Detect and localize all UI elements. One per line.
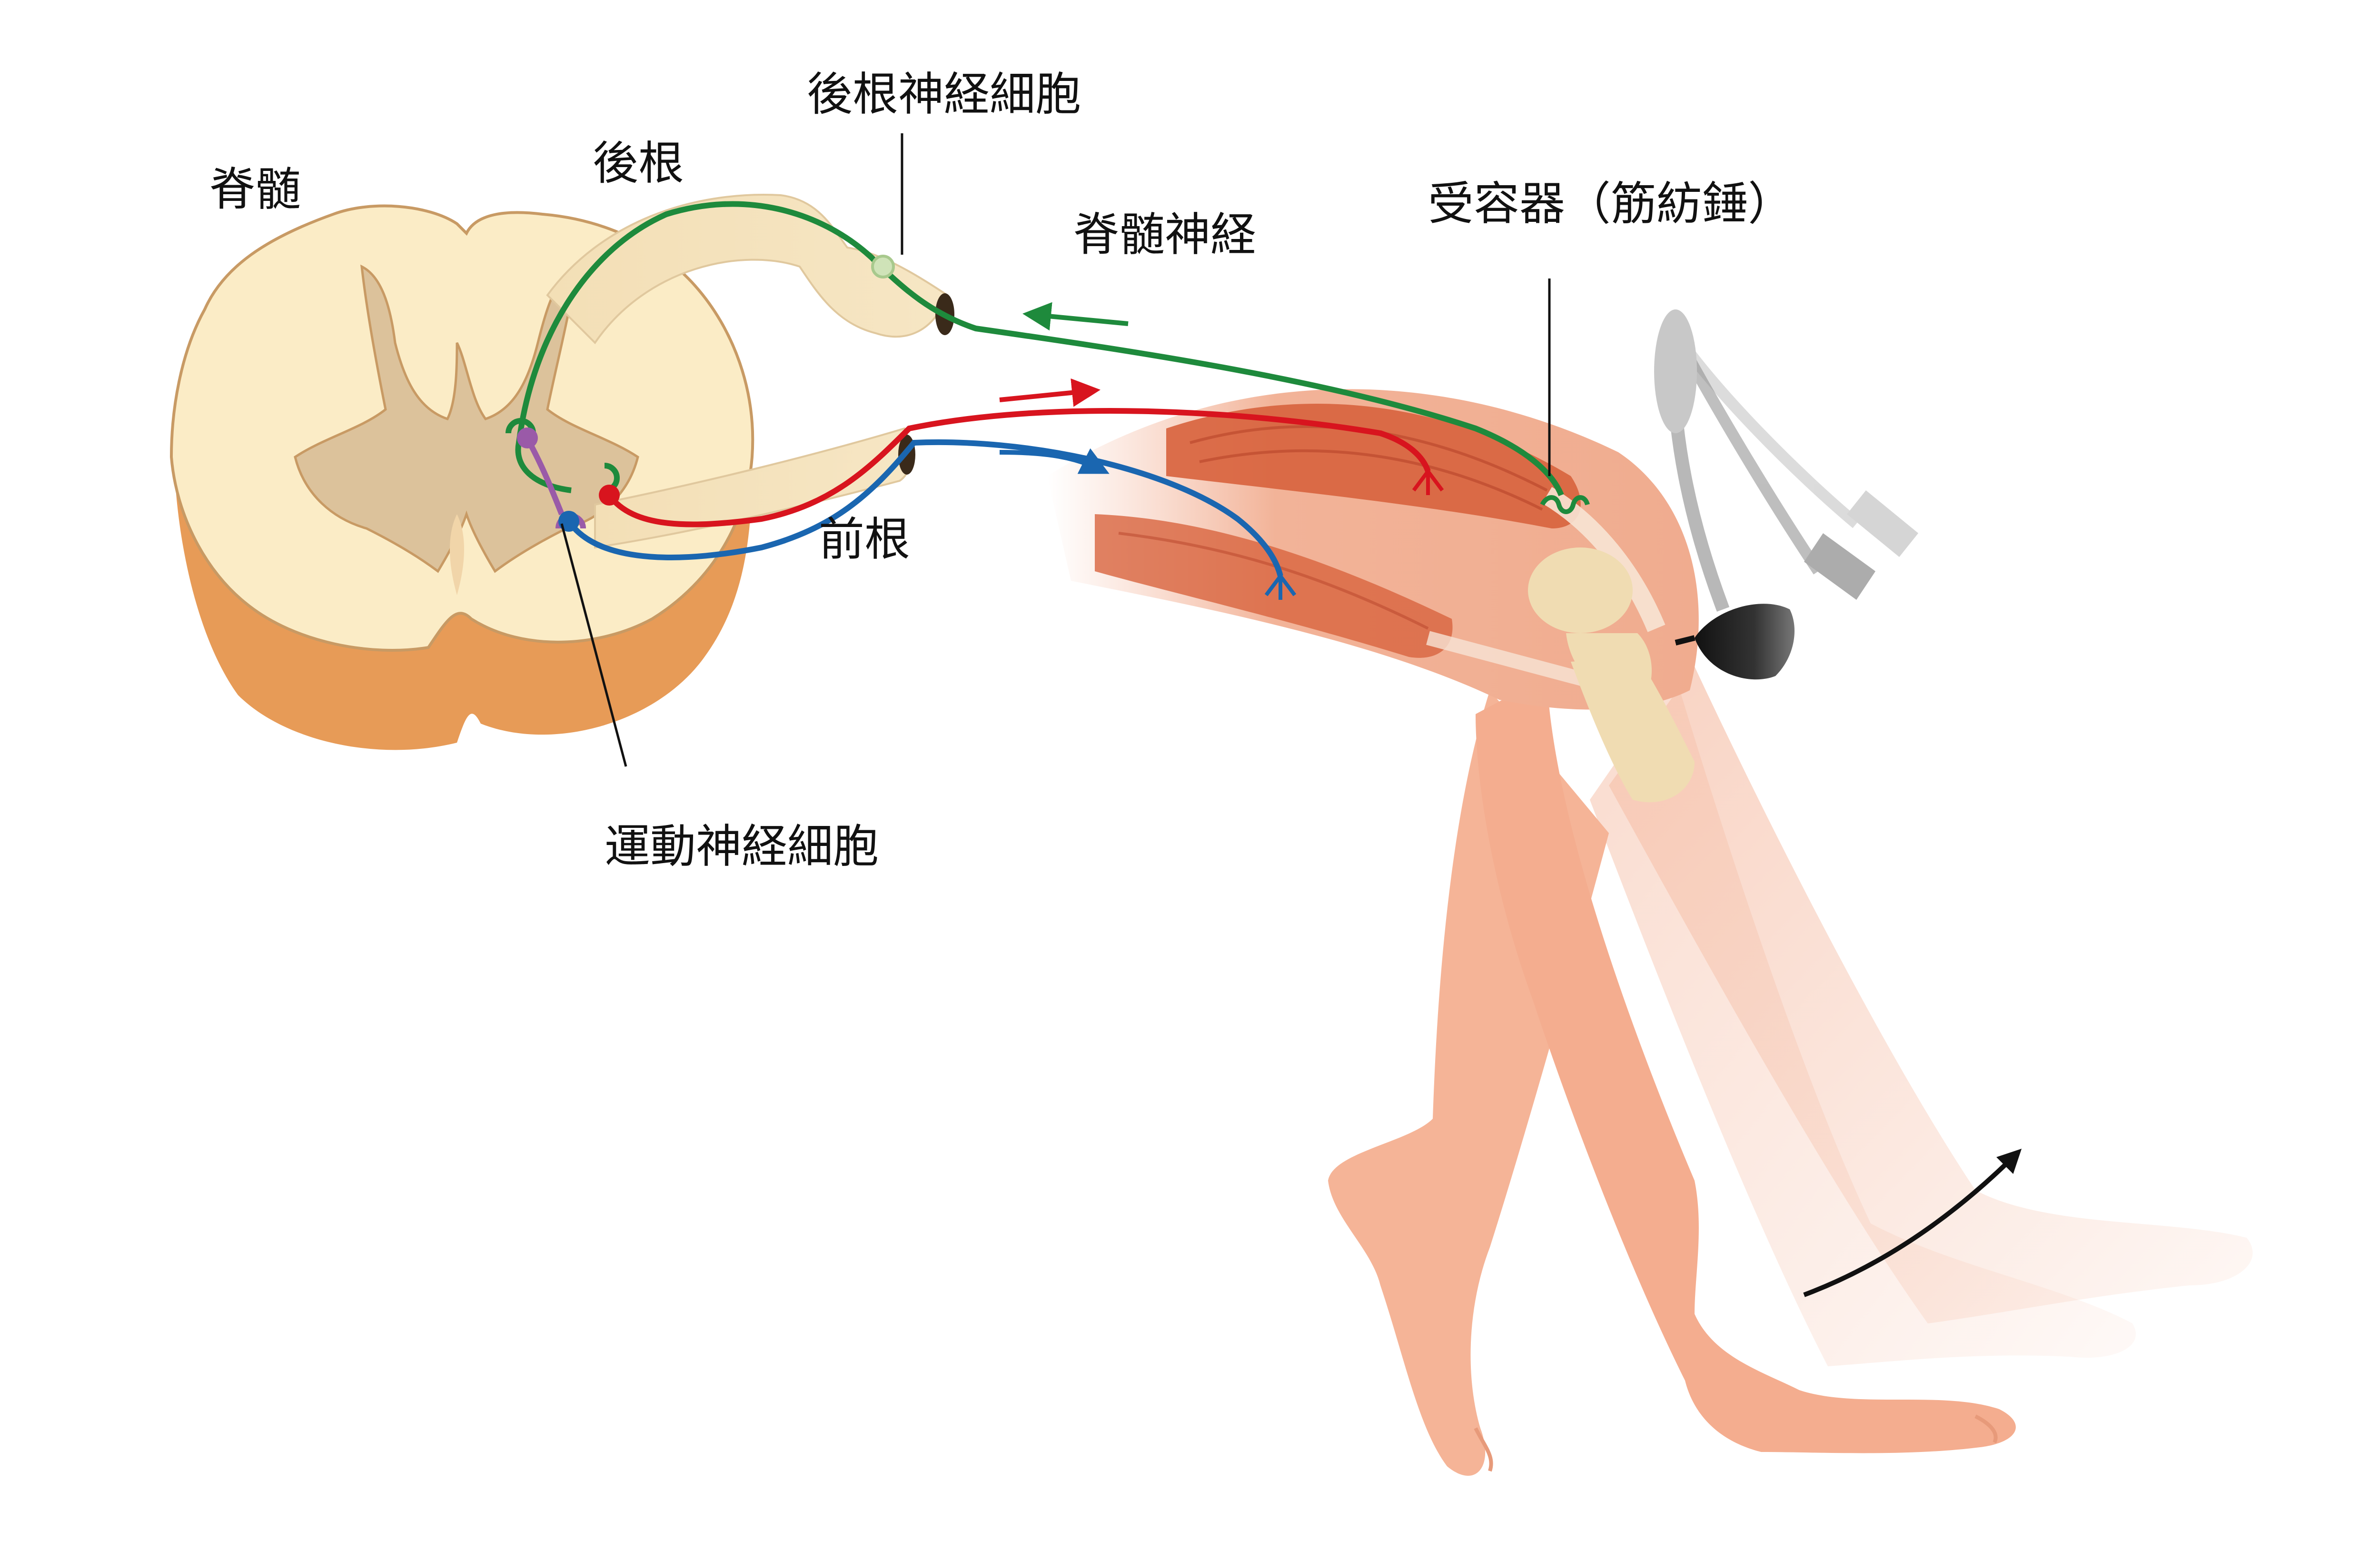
spinal-cord-cross-section [169,204,754,750]
flexor-direction-arrow [999,448,1110,474]
interneuron-cell [517,428,538,448]
muscle-spindle-ending [1540,495,1590,514]
label-spinal-cord: 脊髄 [209,163,301,216]
lower-legs [1328,676,2016,1476]
sensory-nerve-fiber [516,201,1564,497]
label-receptor-muscle-spindle: 受容器（筋紡錘） [1428,177,1794,230]
curved-arrow-icon [1803,1148,2022,1297]
leader-lines [560,133,1551,767]
dorsal-root-ganglion-cell [871,255,895,278]
label-spinal-nerve: 脊髄神経 [1073,208,1256,261]
label-ventral-root: 前根 [819,513,910,566]
extensor-motor-fiber [607,408,1431,527]
kicked-leg-ghosts [1590,666,2253,1366]
label-dorsal-root-ganglion: 後根神経細胞 [807,68,1081,121]
label-dorsal-root: 後根 [593,137,684,190]
tibia [1571,657,1695,803]
extensor-direction-arrow [999,378,1101,407]
sensory-direction-arrow [1022,302,1129,331]
reflex-hammer-icon [1654,309,1918,680]
nerve-pathways [506,201,1590,600]
flexor-motor-fiber [566,439,1283,577]
interneuron-fiber [526,439,565,516]
thigh-and-knee [1047,389,1699,803]
label-motor-neuron: 運動神経細胞 [605,820,879,873]
nerve-roots [546,194,954,549]
patella [1528,547,1633,633]
